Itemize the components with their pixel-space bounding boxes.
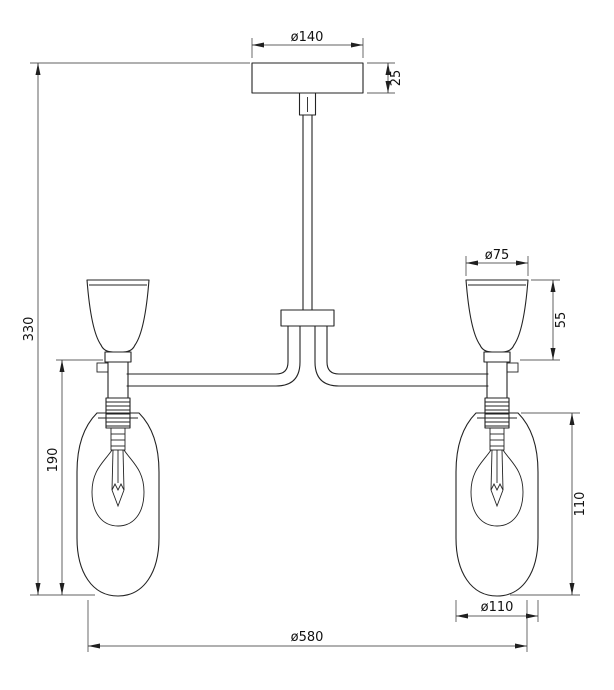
right-bulb-filament (490, 449, 504, 508)
left-lower-shade (76, 412, 160, 597)
dim-overall-height: 330 (22, 62, 250, 596)
ceiling-canopy (251, 62, 364, 116)
right-light-bulb (470, 427, 524, 527)
dim-overall-diameter: ø580 (87, 600, 528, 652)
left-thumb-screw (96, 362, 109, 373)
stem-collar (280, 309, 335, 327)
dim-upper-shade-height: 55 (520, 279, 569, 361)
dim-canopy-diameter: ø140 (251, 30, 364, 58)
left-upper-shade (86, 279, 150, 353)
right-thumb-screw (506, 362, 519, 373)
central-stem (280, 114, 335, 327)
dim-lower-shade-diameter: ø110 (455, 600, 539, 622)
dim-label-overall-height: 330 (22, 317, 37, 342)
dim-label-overall-diameter: ø580 (291, 630, 324, 645)
left-socket (96, 351, 132, 429)
dim-lower-shade-height: 110 (510, 412, 588, 596)
left-bulb-filament (111, 449, 125, 508)
dim-canopy-height: 25 (367, 62, 404, 94)
right-lower-shade (455, 412, 539, 597)
dim-drop-height: 190 (46, 359, 103, 595)
right-arm (314, 325, 489, 387)
right-socket (483, 351, 519, 429)
left-arm (126, 325, 301, 387)
right-socket-threads (485, 401, 509, 427)
dim-label-canopy-height: 25 (389, 70, 404, 87)
left-light-bulb (91, 427, 145, 527)
dim-label-upper-shade-height: 55 (554, 312, 569, 329)
dim-upper-shade-diameter: ø75 (465, 248, 529, 276)
left-socket-threads (106, 401, 130, 427)
dim-label-lower-shade-diameter: ø110 (481, 600, 514, 615)
right-upper-shade (465, 279, 529, 353)
dim-label-drop-height: 190 (46, 448, 61, 473)
dim-label-canopy-diameter: ø140 (291, 30, 324, 45)
dim-label-upper-shade-diameter: ø75 (485, 248, 510, 263)
dim-label-lower-shade-height: 110 (573, 492, 588, 517)
